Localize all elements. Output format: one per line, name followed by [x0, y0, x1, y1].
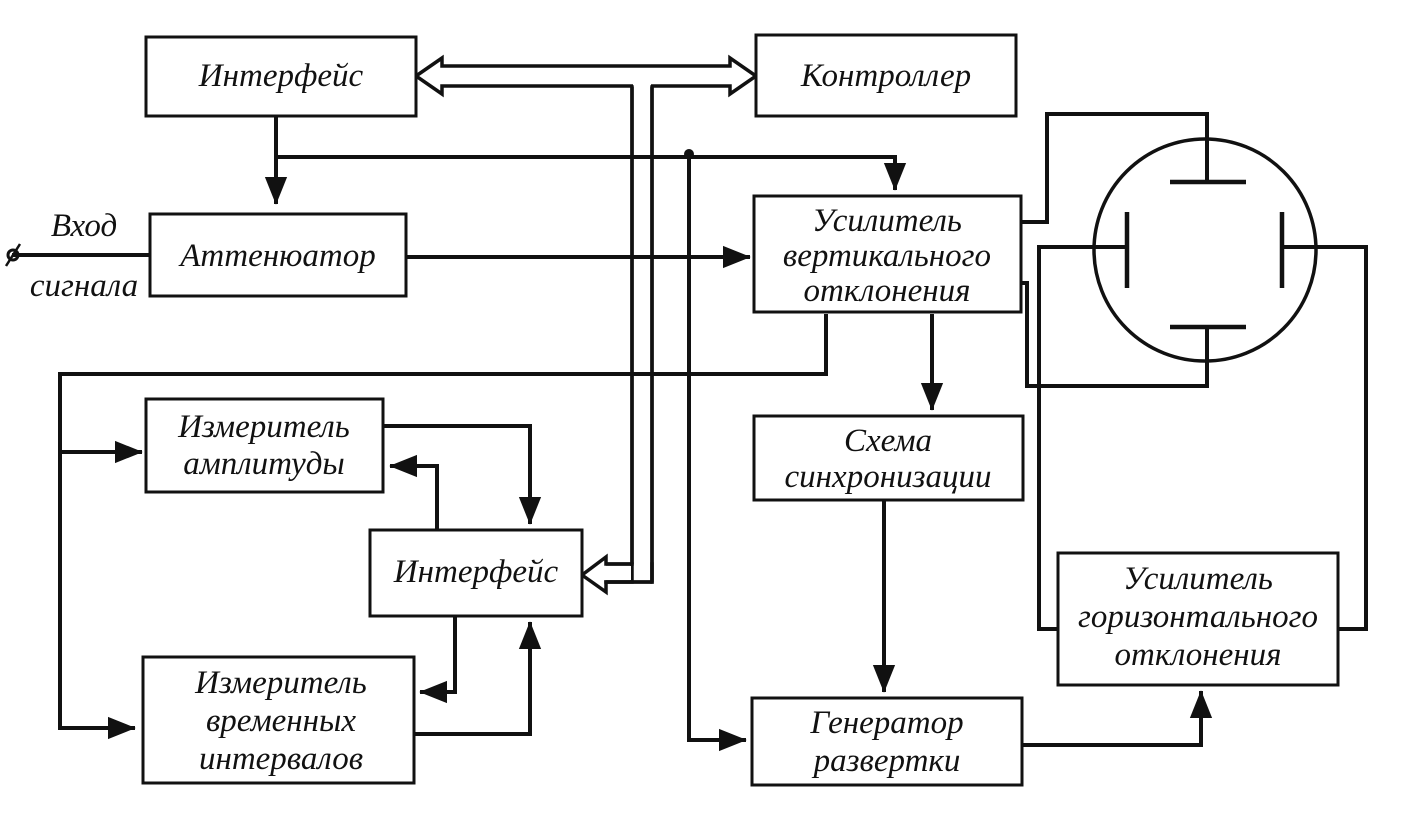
block-sync-line1: Схема	[844, 423, 932, 459]
block-amp-meter: Измеритель амплитуды	[144, 397, 385, 494]
input-label-line1: Вход	[51, 208, 117, 244]
block-horiz-amp-line1: Усилитель	[1123, 561, 1273, 597]
signal-wires	[12, 112, 1368, 752]
block-vert-amp: Усилитель вертикального отклонения	[752, 194, 1023, 314]
crt-tube	[1092, 137, 1318, 363]
data-bus	[412, 54, 760, 596]
block-horiz-amp-line2: горизонтального	[1078, 599, 1318, 635]
wire-amp-meter-interface	[381, 424, 542, 525]
block-interface-top-label: Интерфейс	[198, 58, 364, 94]
block-horiz-amp-line3: отклонения	[1115, 637, 1282, 673]
block-vert-amp-line1: Усилитель	[812, 203, 962, 239]
block-controller: Контроллер	[754, 33, 1018, 118]
wire-interface-vert-amp	[274, 155, 907, 191]
wire-interface-time-meter	[419, 614, 457, 704]
block-sweep-gen-line1: Генератор	[809, 705, 963, 741]
wire-vert-amp-measure	[58, 314, 828, 740]
wire-interface-amp-meter	[389, 454, 439, 532]
block-time-meter-line3: интервалов	[199, 741, 363, 777]
block-vert-amp-line3: отклонения	[804, 273, 971, 309]
wire-vert-amp-top-plate	[1019, 112, 1209, 224]
block-horiz-amp: Усилитель горизонтального отклонения	[1056, 551, 1340, 687]
block-controller-label: Контроллер	[800, 58, 971, 94]
wire-vert-amp-bottom-plate	[1019, 281, 1209, 388]
block-time-meter: Измеритель временных интервалов	[141, 655, 416, 785]
block-attenuator-label: Аттенюатор	[178, 238, 375, 274]
block-interface-mid: Интерфейс	[368, 528, 584, 618]
block-time-meter-line1: Измеритель	[194, 665, 367, 701]
block-sweep-gen: Генератор развертки	[750, 696, 1024, 787]
wire-trunk-sweep-gen	[687, 152, 747, 752]
block-attenuator: Аттенюатор	[148, 212, 408, 298]
block-sweep-gen-line2: развертки	[812, 743, 961, 779]
block-interface-top: Интерфейс	[144, 35, 418, 118]
block-interface-mid-label: Интерфейс	[393, 554, 559, 590]
block-amp-meter-line1: Измеритель	[177, 409, 350, 445]
wire-horiz-amp-left-plate	[1037, 245, 1129, 631]
wire-sweep-horiz-amp	[1020, 690, 1213, 747]
wire-horiz-amp-right-plate	[1280, 245, 1368, 631]
block-sync-line2: синхронизации	[785, 459, 992, 495]
block-sync: Схема синхронизации	[752, 414, 1025, 502]
block-time-meter-line2: временных	[206, 703, 356, 739]
block-amp-meter-line2: амплитуды	[183, 446, 345, 482]
input-terminal	[4, 243, 22, 267]
input-label-line2: сигнала	[30, 268, 138, 304]
block-vert-amp-line2: вертикального	[783, 238, 991, 274]
wire-time-meter-interface	[412, 621, 542, 736]
